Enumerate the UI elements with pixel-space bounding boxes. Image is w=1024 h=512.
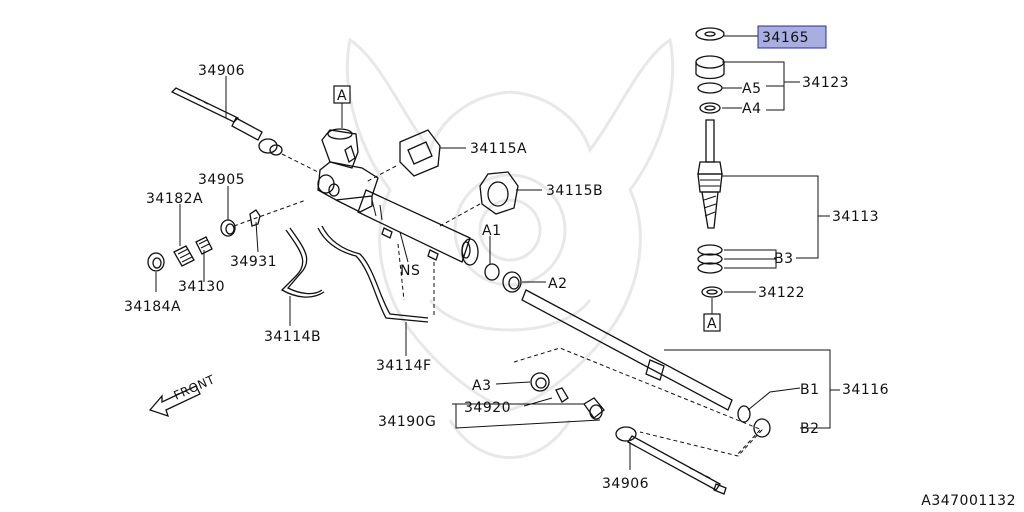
callout-34182a: 34182A [146, 191, 203, 207]
callout-34113: 34113 [832, 209, 879, 225]
front-direction-arrow: FRONT [148, 372, 218, 418]
tie-rod-upper [170, 87, 319, 173]
callout-b2: B2 [800, 421, 820, 437]
callout-34906-top: 34906 [198, 63, 245, 79]
callout-34920: 34920 [464, 400, 511, 416]
figure-code: A347001132 [921, 493, 1016, 509]
callout-34122: 34122 [758, 285, 805, 301]
callout-a1: A1 [482, 223, 501, 239]
callout-labels: 34906 34905 34182A 34130 34184A 34931 34… [124, 30, 889, 492]
callout-34130: 34130 [178, 279, 225, 295]
callout-34184a: 34184A [124, 299, 181, 315]
lower-tie-rod-parts [530, 372, 727, 495]
bushing-34115b [439, 171, 542, 227]
callout-a4: A4 [742, 101, 761, 117]
boxed-reference-a-top-label: A [337, 88, 347, 104]
front-label: FRONT [172, 372, 218, 403]
adjuster-parts [147, 199, 307, 272]
callout-34931: 34931 [230, 254, 277, 270]
callout-a5: A5 [742, 81, 761, 97]
dust-cover-34115a [365, 129, 466, 183]
callout-34114b: 34114B [264, 329, 321, 345]
callout-a2: A2 [548, 276, 567, 292]
callout-b3: B3 [774, 251, 794, 267]
boxed-reference-a-right-label: A [707, 316, 717, 332]
callout-34116: 34116 [842, 382, 889, 398]
watermark-emblem [345, 37, 675, 459]
callout-34114f: 34114F [376, 358, 432, 374]
gear-housing [317, 128, 479, 266]
callout-34123: 34123 [802, 75, 849, 91]
rack-assembly [484, 263, 771, 457]
callout-34190g: 34190G [378, 414, 436, 430]
pipes [280, 225, 435, 323]
callout-34905: 34905 [198, 172, 245, 188]
callout-b1: B1 [800, 382, 820, 398]
callout-34165: 34165 [762, 30, 809, 46]
callout-a3: A3 [472, 378, 491, 394]
pinion-parts [695, 27, 725, 298]
callout-34115b: 34115B [546, 183, 603, 199]
callout-ns: NS [400, 263, 420, 279]
leader-lines [155, 35, 840, 470]
callout-34115a: 34115A [470, 141, 527, 157]
highlight-34165 [757, 25, 827, 49]
callout-34906-bottom: 34906 [602, 476, 649, 492]
